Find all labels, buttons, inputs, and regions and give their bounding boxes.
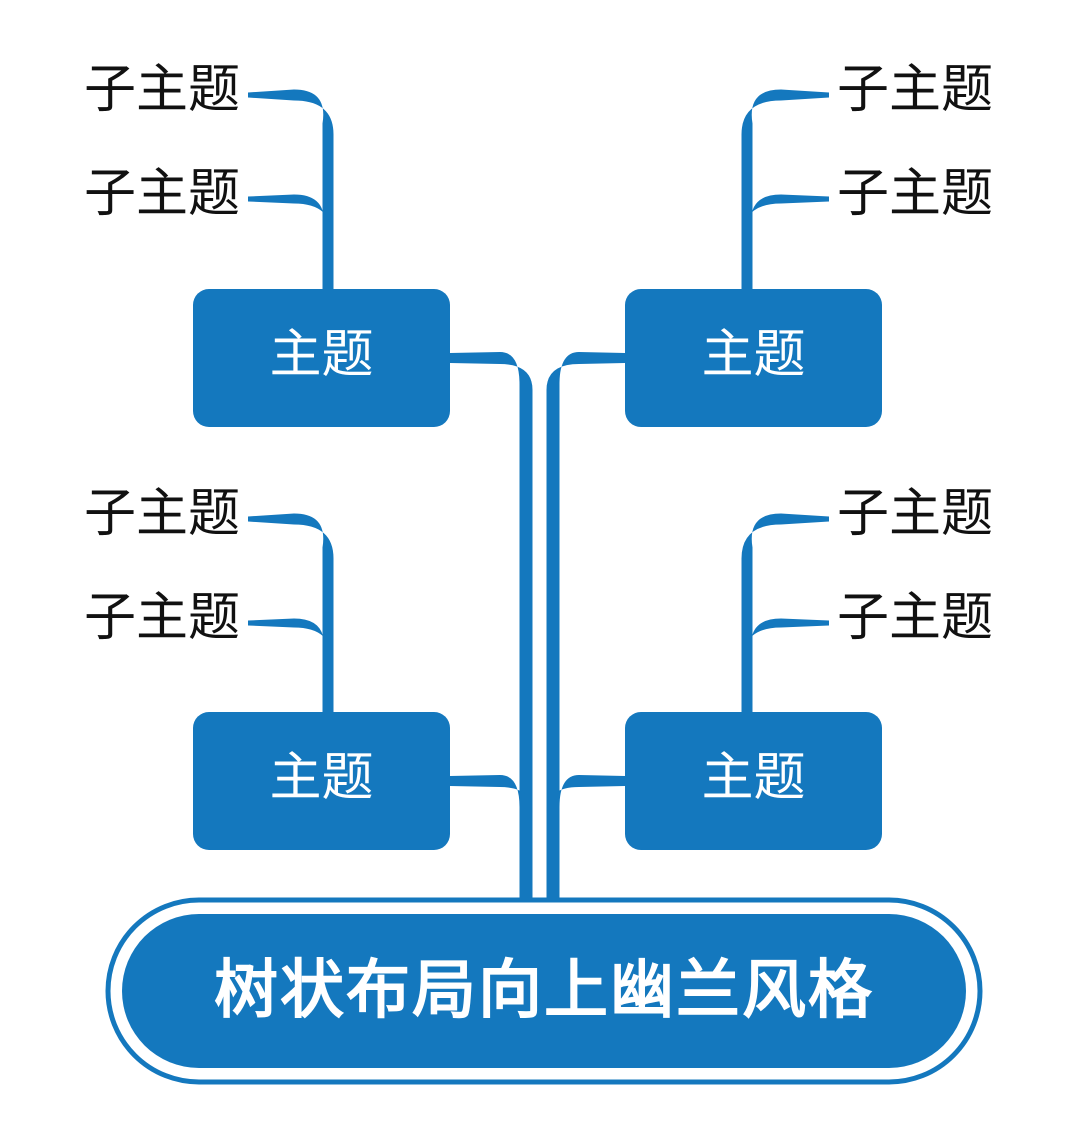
leaf-node-label[interactable]: 子主题 (837, 62, 993, 119)
leaf-connector (742, 194, 829, 293)
leaf-node-label[interactable]: 子主题 (837, 486, 993, 543)
branch-node-label: 主题 (269, 327, 373, 384)
branch-node-box (625, 712, 882, 850)
leaf-connector (742, 618, 829, 716)
branch-node-label: 主题 (269, 750, 373, 807)
branch-node-layer: 主题主题主题主题 (193, 289, 882, 850)
branch-bottom-left[interactable]: 主题 (193, 712, 450, 850)
leaf-connector (741, 89, 829, 293)
leaf-node-label[interactable]: 子主题 (84, 62, 240, 119)
leaf-connector (248, 618, 333, 716)
leaf-connector (248, 513, 334, 716)
connector-layer (248, 89, 829, 900)
branch-node-box (193, 289, 450, 427)
root-label: 树状布局向上幽兰风格 (214, 954, 874, 1026)
branch-spine-connector (546, 775, 625, 900)
root-node[interactable]: 树状布局向上幽兰风格 (105, 897, 983, 1085)
root-outer-border (105, 897, 983, 1085)
root-fill (122, 914, 966, 1068)
leaf-node-label[interactable]: 子主题 (837, 590, 993, 647)
branch-node-box (625, 289, 882, 427)
branch-bottom-right[interactable]: 主题 (625, 712, 882, 850)
branch-spine-connector (450, 775, 533, 900)
branch-node-label: 主题 (701, 750, 805, 807)
branch-node-box (193, 712, 450, 850)
leaf-node-label[interactable]: 子主题 (84, 590, 240, 647)
branch-node-label: 主题 (701, 327, 805, 384)
leaf-node-label[interactable]: 子主题 (84, 166, 240, 223)
leaf-node-label[interactable]: 子主题 (837, 166, 993, 223)
branch-top-right[interactable]: 主题 (625, 289, 882, 427)
leaf-node-label[interactable]: 子主题 (84, 486, 240, 543)
leaf-connector (248, 194, 333, 293)
branch-top-left[interactable]: 主题 (193, 289, 450, 427)
leaf-connector (248, 89, 334, 293)
leaf-connector (741, 513, 829, 716)
